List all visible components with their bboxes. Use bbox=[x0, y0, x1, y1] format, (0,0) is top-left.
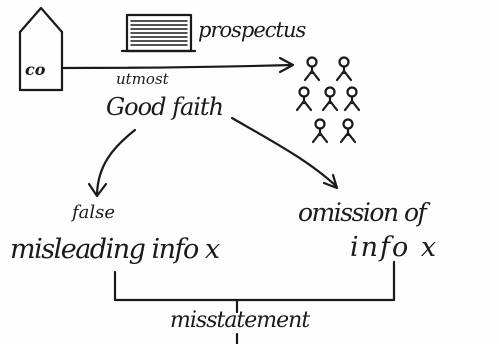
join-bracket bbox=[113, 260, 396, 344]
omission-info-label: info x bbox=[350, 232, 439, 263]
house-icon bbox=[18, 6, 64, 92]
person-icon bbox=[321, 86, 339, 112]
misstatement-label: misstatement bbox=[170, 308, 310, 333]
person-icon bbox=[295, 86, 313, 112]
investors-group bbox=[295, 56, 361, 144]
company-to-investors-arrow bbox=[60, 56, 295, 74]
person-icon bbox=[339, 118, 357, 144]
person-icon bbox=[303, 56, 321, 82]
false-label: false bbox=[72, 202, 116, 223]
omission-label: omission of bbox=[298, 198, 427, 227]
person-icon bbox=[311, 118, 329, 144]
document-icon bbox=[120, 13, 197, 53]
person-icon bbox=[335, 56, 353, 82]
arrow-to-omission bbox=[230, 116, 339, 190]
person-icon bbox=[343, 86, 361, 112]
good-faith-label: Good faith bbox=[106, 93, 224, 121]
company-label: co bbox=[25, 60, 46, 79]
arrow-to-misleading bbox=[87, 128, 137, 198]
utmost-label: utmost bbox=[116, 70, 169, 88]
prospectus-label: prospectus bbox=[198, 18, 306, 42]
misleading-info-label: misleading info x bbox=[10, 234, 220, 265]
